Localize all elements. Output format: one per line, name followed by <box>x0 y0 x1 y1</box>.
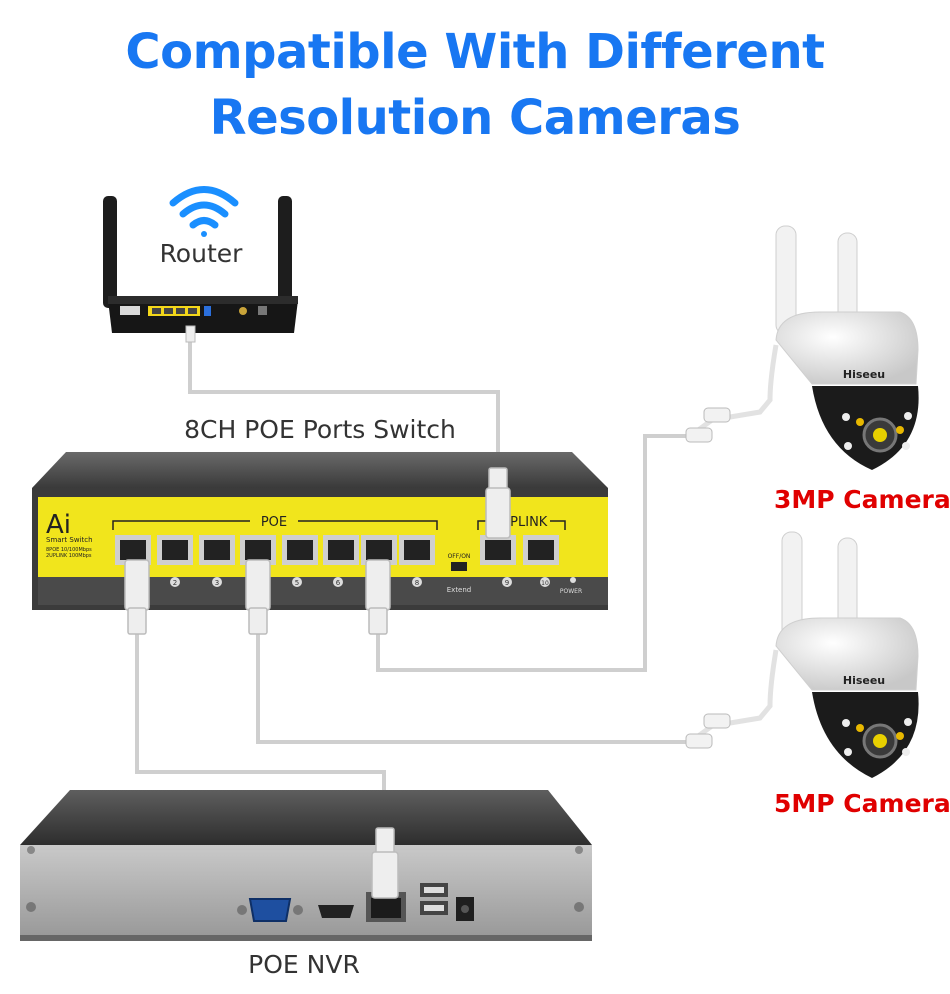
extend-switch-top-label: OFF/ON <box>448 553 471 560</box>
svg-text:5: 5 <box>295 579 299 587</box>
svg-text:6: 6 <box>336 579 341 587</box>
uplink-ports <box>480 535 559 565</box>
page-title-line2: Resolution Cameras <box>209 90 741 146</box>
switch-brand: Ai <box>46 510 71 540</box>
nvr-label: POE NVR <box>248 950 360 979</box>
power-label: POWER <box>560 588 582 595</box>
poe-group-label: POE <box>261 515 287 530</box>
svg-text:9: 9 <box>505 579 509 587</box>
router <box>103 196 298 343</box>
svg-text:2: 2 <box>173 579 177 587</box>
router-label: Router <box>160 239 244 268</box>
switch-label: 8CH POE Ports Switch <box>184 415 456 444</box>
switch-brand-sub: Smart Switch <box>46 536 93 544</box>
cable-switch-to-3mp-camera <box>376 434 690 672</box>
camera-5mp: Hiseeu <box>685 531 919 778</box>
svg-text:8: 8 <box>415 579 419 587</box>
poe-nvr <box>20 790 592 941</box>
poe-switch: Ai Smart Switch 8POE 10/100Mbps 2UPLINK … <box>32 452 608 610</box>
svg-text:3: 3 <box>215 579 219 587</box>
switch-spec-line1: 8POE 10/100Mbps <box>46 547 92 553</box>
camera-3mp: Hiseeu <box>685 225 919 470</box>
extend-switch-label: Extend <box>447 586 472 594</box>
camera-5mp-label: 5MP Camera <box>774 789 950 818</box>
camera-5mp-brand: Hiseeu <box>843 674 885 687</box>
rj45-connectors-switch <box>124 467 511 635</box>
cable-router-to-uplink <box>188 340 500 470</box>
svg-text:10: 10 <box>541 580 549 587</box>
page-title-line1: Compatible With Different <box>125 24 825 80</box>
rj45-connector-nvr <box>371 827 399 899</box>
switch-spec-line2: 2UPLINK 100Mbps <box>46 553 92 559</box>
wifi-icon <box>169 186 239 237</box>
cable-switch-to-5mp-camera <box>256 620 690 744</box>
camera-3mp-label: 3MP Camera <box>774 485 950 514</box>
camera-3mp-brand: Hiseeu <box>843 368 885 381</box>
uplink-group-label: UPLINK <box>501 515 548 530</box>
